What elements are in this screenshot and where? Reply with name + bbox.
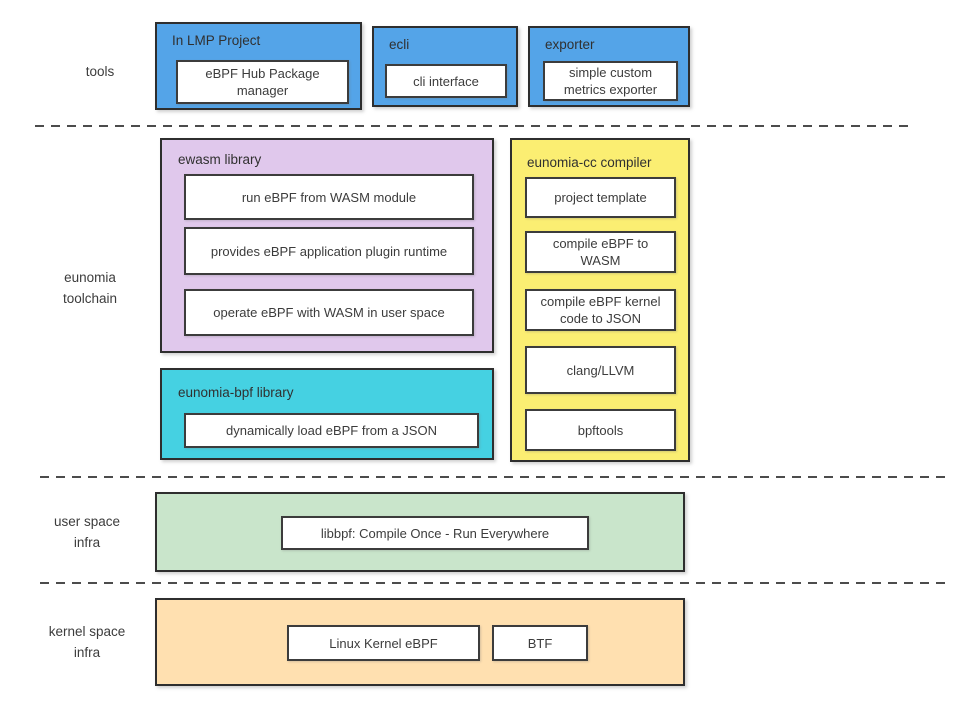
box-simple-custom-metrics-exporter: simple custom metrics exporter xyxy=(543,61,678,101)
divider-tools-toolchain xyxy=(35,125,915,127)
row-label-kernel-space-infra: kernel space infra xyxy=(22,621,152,663)
box-project-template: project template xyxy=(525,177,676,218)
divider-toolchain-userspace xyxy=(40,476,948,478)
panel-lmp-title: In LMP Project xyxy=(172,33,261,48)
panel-exporter-title: exporter xyxy=(545,37,595,52)
row-label-eunomia-toolchain-line2: toolchain xyxy=(62,291,118,306)
row-label-user-space-line2: infra xyxy=(73,535,101,550)
panel-ecli-title: ecli xyxy=(389,37,410,52)
panel-ewasm-title: ewasm library xyxy=(178,152,262,167)
box-cli-interface: cli interface xyxy=(385,64,507,98)
panel-bpf-title: eunomia-bpf library xyxy=(178,385,294,400)
panel-user-space-infra: libbpf: Compile Once - Run Everywhere xyxy=(155,492,685,572)
box-dynamically-load-ebpf-json: dynamically load eBPF from a JSON xyxy=(184,413,479,448)
row-label-eunomia-toolchain-line1: eunomia xyxy=(64,270,116,285)
box-bpftools: bpftools xyxy=(525,409,676,451)
box-linux-kernel-ebpf: Linux Kernel eBPF xyxy=(287,625,480,661)
panel-cc-title: eunomia-cc compiler xyxy=(527,155,652,170)
panel-lmp-project: In LMP Project eBPF Hub Package manager xyxy=(155,22,362,110)
box-ebpf-hub-package-manager: eBPF Hub Package manager xyxy=(176,60,349,104)
box-operate-ebpf-wasm-userspace: operate eBPF with WASM in user space xyxy=(184,289,474,336)
panel-kernel-space-infra: Linux Kernel eBPF BTF xyxy=(155,598,685,686)
panel-ecli: ecli cli interface xyxy=(372,26,518,107)
panel-ewasm-library: ewasm library run eBPF from WASM module … xyxy=(160,138,494,353)
box-run-ebpf-from-wasm: run eBPF from WASM module xyxy=(184,174,474,220)
row-label-kernel-space-line2: infra xyxy=(73,645,101,660)
box-clang-llvm: clang/LLVM xyxy=(525,346,676,394)
box-compile-ebpf-to-wasm: compile eBPF to WASM xyxy=(525,231,676,273)
row-label-kernel-space-line1: kernel space xyxy=(48,624,126,639)
row-label-user-space-infra: user space infra xyxy=(22,511,152,553)
box-provides-plugin-runtime: provides eBPF application plugin runtime xyxy=(184,227,474,275)
row-label-user-space-line1: user space xyxy=(53,514,121,529)
box-compile-kernel-code-to-json: compile eBPF kernel code to JSON xyxy=(525,289,676,331)
row-label-eunomia-toolchain: eunomia toolchain xyxy=(25,267,155,309)
row-label-tools: tools xyxy=(85,64,115,79)
divider-userspace-kernelspace xyxy=(40,582,948,584)
box-libbpf: libbpf: Compile Once - Run Everywhere xyxy=(281,516,589,550)
panel-exporter: exporter simple custom metrics exporter xyxy=(528,26,690,107)
panel-eunomia-bpf-library: eunomia-bpf library dynamically load eBP… xyxy=(160,368,494,460)
box-btf: BTF xyxy=(492,625,588,661)
panel-eunomia-cc-compiler: eunomia-cc compiler project template com… xyxy=(510,138,690,462)
